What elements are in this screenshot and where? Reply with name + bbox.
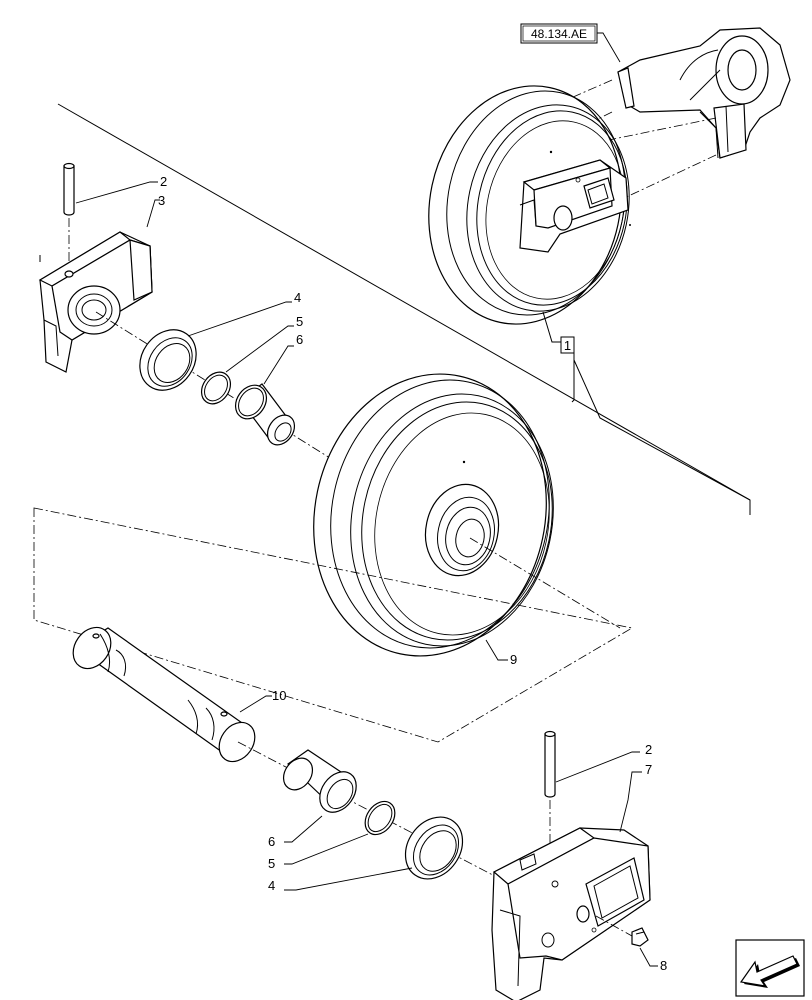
label-idler-wheel: 9	[510, 652, 517, 667]
label-bushing-top: 6	[296, 332, 303, 347]
reference-label: 48.134.AE	[531, 27, 587, 41]
label-seal-top: 4	[294, 290, 301, 305]
idler-wheel	[313, 373, 554, 657]
label-oring-top: 5	[296, 314, 303, 329]
pin-bottom	[544, 730, 556, 798]
pin-top	[63, 162, 75, 216]
bushing-bottom	[282, 749, 357, 813]
label-plug: 8	[660, 958, 667, 973]
seal-bottom	[404, 816, 464, 880]
label-pin-top: 2	[160, 174, 167, 189]
plug	[631, 927, 649, 947]
reference-box[interactable]: 48.134.AE	[520, 23, 598, 44]
idler-assembly-top	[428, 85, 631, 325]
label-oring-bottom: 5	[268, 856, 275, 871]
label-bushing-bottom: 6	[268, 834, 275, 849]
label-housing-left: 3	[158, 193, 165, 208]
oring-top	[200, 371, 232, 405]
group-label: 1	[564, 338, 571, 353]
group-bracket: 1	[39, 103, 751, 515]
bushing-top	[234, 383, 296, 446]
seal-top	[139, 329, 197, 391]
group-label-box	[560, 336, 575, 354]
shaft	[72, 626, 256, 763]
oring-bottom	[364, 800, 396, 836]
housing-right	[491, 827, 651, 1000]
label-housing-right: 7	[645, 762, 652, 777]
label-seal-bottom: 4	[268, 878, 275, 893]
frame-bracket	[617, 27, 791, 159]
label-pin-bottom: 2	[645, 742, 652, 757]
housing-left	[38, 231, 153, 373]
label-shaft: 10	[272, 688, 286, 703]
arrow-icon[interactable]	[735, 939, 805, 997]
